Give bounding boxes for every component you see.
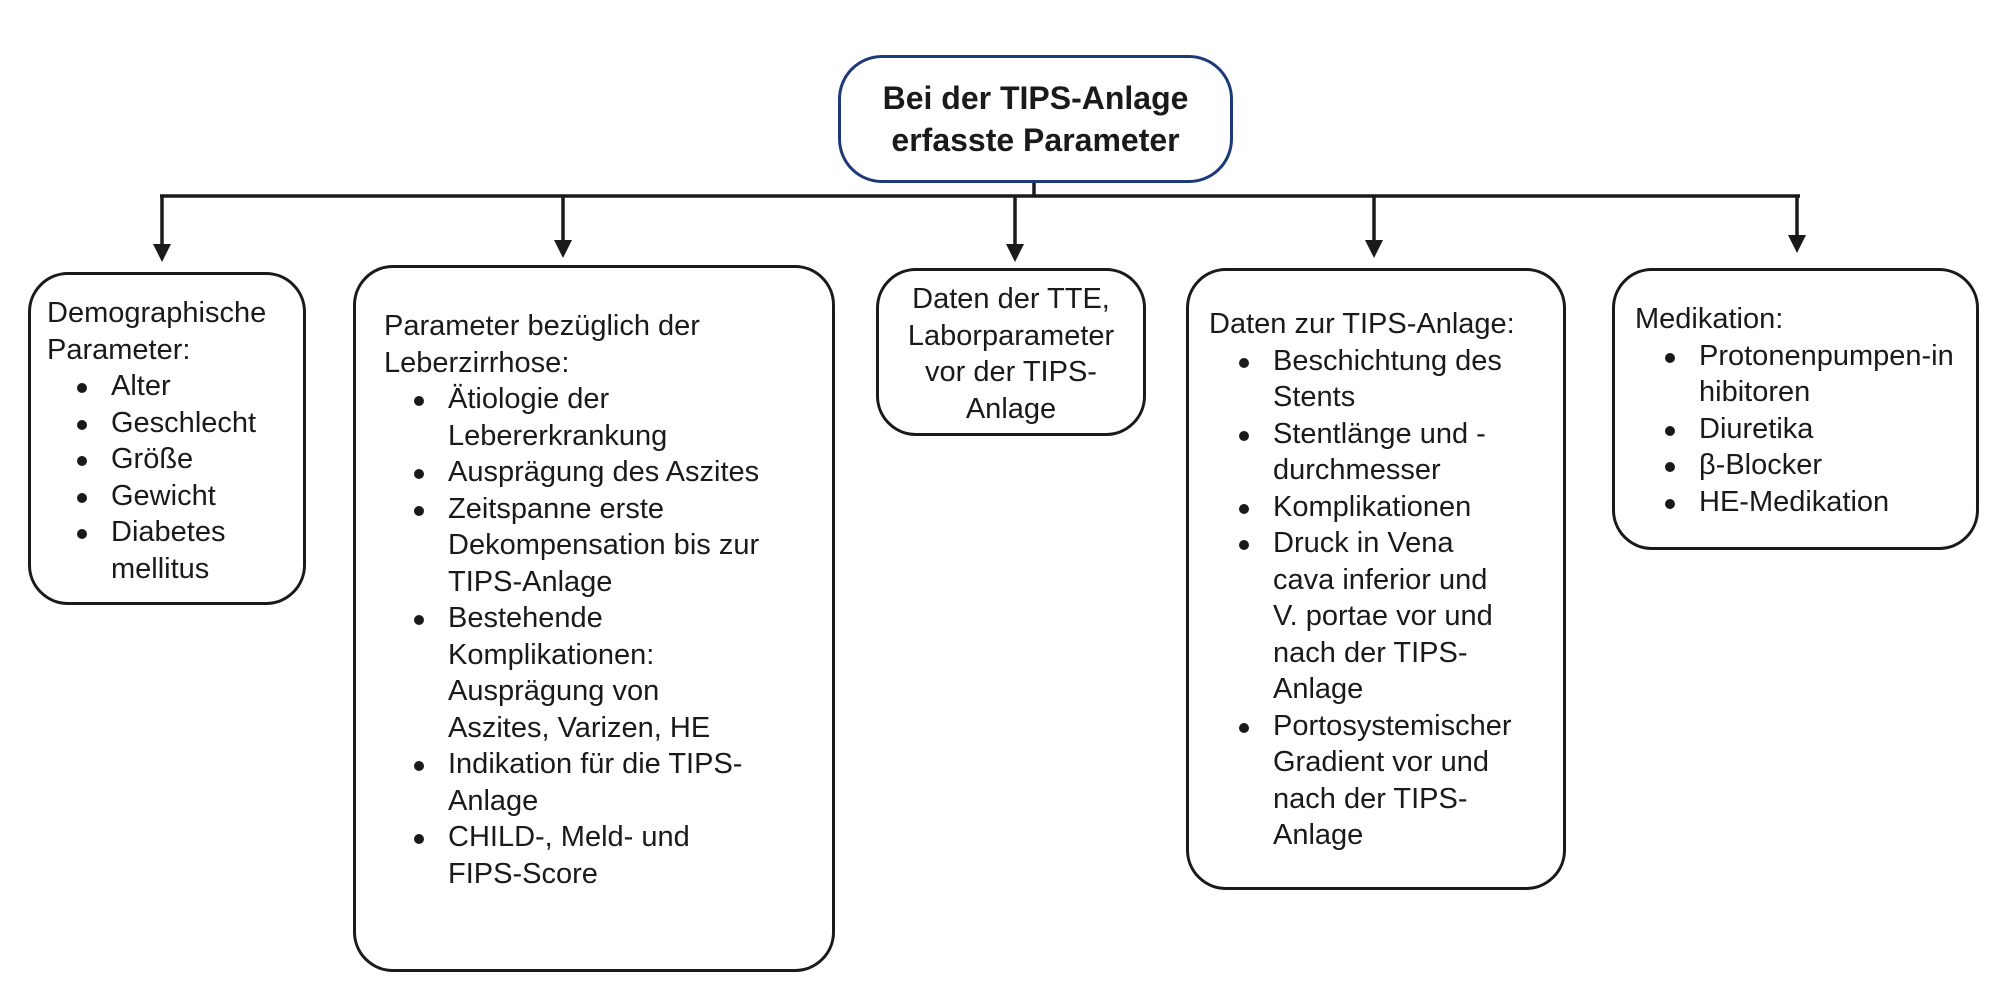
list-item: Ausprägung des Aszites [384,454,764,491]
tips-data-box: Daten zur TIPS-Anlage: Beschichtung des … [1186,268,1566,890]
root-title-line-1: Bei der TIPS-Anlage [882,80,1189,116]
list-item: Indikation für die TIPS-Anlage [384,746,764,819]
list-item: Diabetes mellitus [47,514,261,587]
list-item: Beschichtung des Stents [1209,343,1503,416]
root-node: Bei der TIPS-Anlage erfasste Parameter [838,55,1233,183]
demographics-heading-line-2: Parameter: [47,333,191,366]
tips-data-heading: Daten zur TIPS-Anlage: [1209,308,1515,340]
medication-box: Medikation: Protonenpumpen-inhibitoren D… [1612,268,1979,550]
demographics-box: Demographische Parameter: Alter Geschlec… [28,272,306,605]
cirrhosis-box: Parameter bezüglich der Leberzirrhose: Ä… [353,265,835,972]
arrowhead-4 [1365,240,1383,258]
arrowhead-3 [1006,244,1024,262]
list-item: Alter [47,368,303,405]
list-item: β-Blocker [1635,447,1965,484]
demographics-list: Alter Geschlecht Größe Gewicht Diabetes … [47,368,303,587]
arrowhead-2 [554,240,572,258]
tte-line-3: vor der TIPS- [925,356,1097,388]
tte-box: Daten der TTE, Laborparameter vor der TI… [876,268,1146,436]
list-item: Diuretika [1635,411,1965,448]
arrowhead-5 [1788,235,1806,253]
tte-line-1: Daten der TTE, [912,283,1110,315]
arrowhead-1 [153,244,171,262]
list-item: CHILD-, Meld- und FIPS-Score [384,819,764,892]
list-item: Protonenpumpen-inhibitoren [1635,338,1959,411]
root-title-line-2: erfasste Parameter [891,122,1180,158]
tips-data-list: Beschichtung des Stents Stentlänge und -… [1209,343,1559,854]
list-item: Stentlänge und -durchmesser [1209,416,1503,489]
demographics-heading-line-1: Demographische [47,297,267,329]
cirrhosis-heading-line-2: Leberzirrhose: [384,346,570,379]
medication-list: Protonenpumpen-inhibitoren Diuretika β-B… [1635,338,1965,521]
tte-line-4: Anlage [965,392,1057,425]
list-item: Komplikationen [1209,489,1559,526]
list-item: Druck in Vena cava inferior und V. porta… [1209,525,1503,708]
list-item: Ätiologie der Lebererkrankung [384,381,698,454]
list-item: Bestehende Komplikationen: Ausprägung vo… [384,600,764,746]
medication-heading: Medikation: [1635,303,1784,335]
tte-line-2: Laborparameter [907,319,1115,352]
list-item: HE-Medikation [1635,484,1965,521]
cirrhosis-list: Ätiologie der Lebererkrankung Ausprägung… [384,381,764,892]
list-item: Gewicht [47,478,303,515]
cirrhosis-heading-line-1: Parameter bezüglich der [384,310,700,342]
list-item: Größe [47,441,303,478]
list-item: Portosystemischer Gradient vor und nach … [1209,708,1528,854]
list-item: Zeitspanne erste Dekompensation bis zur … [384,491,764,601]
list-item: Geschlecht [47,405,303,442]
